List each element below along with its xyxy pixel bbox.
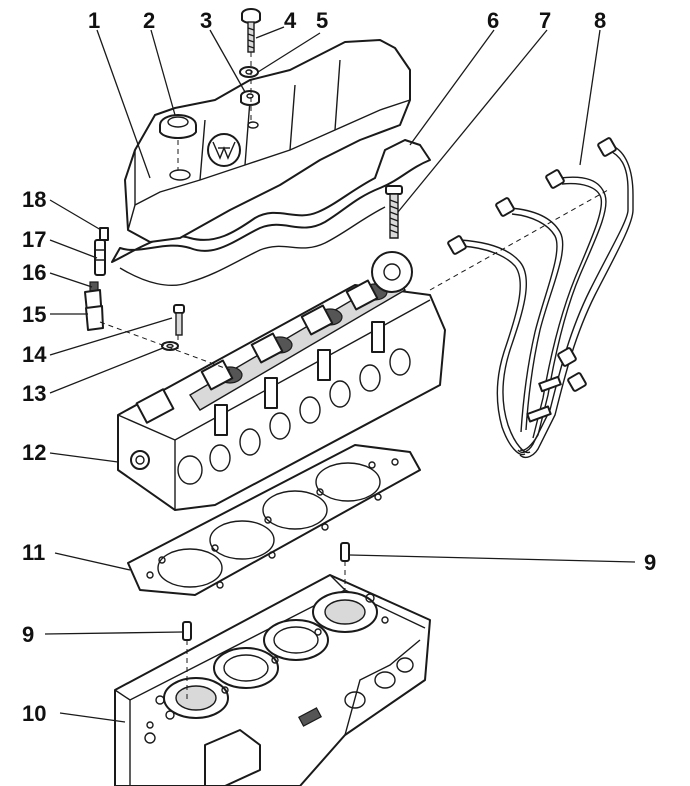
callout-10: 10 [22, 701, 46, 726]
injector-assembly [84, 227, 109, 331]
injector-heat-shield [85, 305, 104, 331]
valve-cover-gasket [111, 139, 431, 286]
valve-cover [124, 39, 411, 243]
callout-18: 18 [22, 187, 46, 212]
callout-12: 12 [22, 440, 46, 465]
leader-lines [44, 26, 636, 723]
callout-9-left: 9 [22, 622, 34, 647]
injector-stud [173, 304, 185, 336]
callout-5: 5 [316, 8, 328, 33]
callout-13: 13 [22, 381, 46, 406]
camshaft-sprocket [371, 251, 413, 293]
callout-2: 2 [143, 8, 155, 33]
callout-14: 14 [22, 342, 47, 367]
grommet-seal [240, 90, 260, 106]
injector-body [94, 239, 106, 276]
callout-3: 3 [200, 8, 212, 33]
callout-6: 6 [487, 8, 499, 33]
callout-8: 8 [594, 8, 606, 33]
callout-4: 4 [284, 8, 297, 33]
callout-15: 15 [22, 302, 46, 327]
callout-7: 7 [539, 8, 551, 33]
callout-labels: 1 2 3 4 5 6 7 8 9 9 10 11 12 13 14 15 16… [22, 8, 656, 726]
callout-1: 1 [88, 8, 100, 33]
oil-filler-cap [159, 114, 197, 170]
callout-11: 11 [22, 540, 45, 565]
dowel-pin-left [182, 621, 192, 700]
cylinder-head [117, 251, 446, 511]
cover-bolt [241, 8, 261, 53]
injection-pipes [447, 137, 634, 458]
callout-17: 17 [22, 227, 46, 252]
vw-logo [207, 133, 241, 167]
injector-nut [99, 227, 109, 241]
engine-block [114, 574, 431, 786]
cylinder-bores [163, 591, 378, 719]
washer-upper [239, 66, 259, 78]
callout-9-right: 9 [644, 550, 656, 575]
callout-16: 16 [22, 260, 46, 285]
head-bolt [385, 185, 403, 239]
injector-washer [161, 341, 179, 351]
cylinder-head-gasket [127, 444, 421, 596]
dowel-pin-right [340, 542, 350, 590]
